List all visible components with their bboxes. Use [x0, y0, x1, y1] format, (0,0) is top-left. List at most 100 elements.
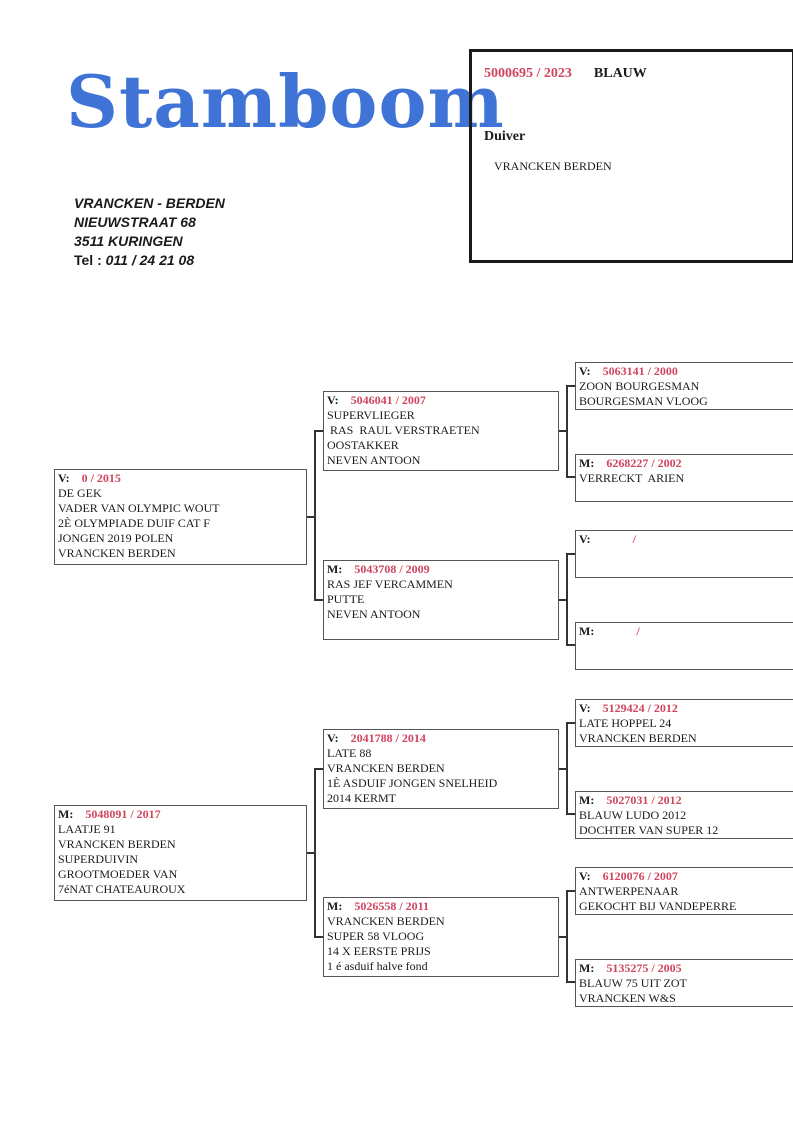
pedigree-line: 7éNAT CHATEAUROUX [58, 882, 186, 896]
ring-number: 5043708 / 2009 [354, 562, 430, 576]
pigeon-owner: VRANCKEN BERDEN [494, 159, 612, 173]
sex-label: V: [579, 869, 591, 883]
connector-line [566, 553, 568, 645]
pedigree-line: BLAUW LUDO 2012 [579, 808, 687, 822]
box-header: M:5048091 / 2017 [58, 807, 303, 822]
connector-line [314, 936, 323, 938]
sex-label: V: [327, 731, 339, 745]
sex-label: M: [579, 624, 595, 638]
pedigree-line: ANTWERPENAAR [579, 884, 679, 898]
connector-line [307, 516, 315, 518]
pedigree-line: NEVEN ANTOON [327, 453, 421, 467]
pedigree-line: BLAUW 75 UIT ZOT [579, 976, 687, 990]
connector-line [314, 430, 316, 600]
pedigree-line: 14 X EERSTE PRIJS [327, 944, 431, 958]
ring-number: / [602, 532, 636, 546]
box-header: M:5135275 / 2005 [579, 961, 793, 976]
box-header: V: / [579, 532, 793, 547]
box-header: V: 6120076 / 2007 [579, 869, 793, 884]
sex-label: M: [579, 456, 595, 470]
sex-label: V: [579, 532, 591, 546]
pedigree-line: VRANCKEN W&S [579, 991, 676, 1005]
box-header: M: 5027031 / 2012 [579, 793, 793, 808]
box-header: M:5026558 / 2011 [327, 899, 555, 914]
pedigree-line: VRANCKEN BERDEN [58, 837, 176, 851]
logo-text: Stamboom [66, 59, 505, 144]
breeder-city: 3511 KURINGEN [74, 233, 183, 249]
pedigree-line: SUPERVLIEGER [327, 408, 415, 422]
breeder-phone: Tel : 011 / 24 21 08 [74, 251, 225, 270]
pedigree-line: VERRECKT ARIEN [579, 471, 685, 485]
connector-line [314, 768, 316, 938]
box-header: V:5063141 / 2000 [579, 364, 793, 379]
pedigree-line: SUPERDUIVIN [58, 852, 139, 866]
box-header: V: 5046041 / 2007 [327, 393, 555, 408]
connector-line [559, 599, 567, 601]
connector-line [566, 890, 568, 982]
pedigree-line: NEVEN ANTOON [327, 607, 421, 621]
connector-line [566, 476, 575, 478]
ring-number: 5129424 / 2012 [602, 701, 678, 715]
ring-number: / [606, 624, 640, 638]
connector-line [566, 553, 575, 555]
pedigree-line: GEKOCHT BIJ VANDEPERRE [579, 899, 737, 913]
ring-number: 5046041 / 2007 [350, 393, 426, 407]
pedigree-line: GROOTMOEDER VAN [58, 867, 178, 881]
connector-line [314, 768, 323, 770]
ring-number: 5027031 / 2012 [606, 793, 682, 807]
connector-line [566, 385, 575, 387]
connector-line [566, 890, 575, 892]
pigeon-ring-number: 5000695 / 2023 [484, 66, 572, 81]
box-header: M: 5043708 / 2009 [327, 562, 555, 577]
sex-label: M: [327, 899, 343, 913]
pedigree-line: LATE 88 [327, 746, 372, 760]
ring-number: 6120076 / 2007 [602, 869, 678, 883]
sex-label: M: [327, 562, 343, 576]
pedigree-line: PUTTE [327, 592, 365, 606]
connector-line [566, 813, 575, 815]
pedigree-line: VRANCKEN BERDEN [58, 546, 176, 560]
breeder-address: VRANCKEN - BERDEN NIEUWSTRAAT 68 3511 KU… [74, 194, 225, 270]
connector-line [566, 644, 575, 646]
sex-label: V: [579, 364, 591, 378]
pedigree-line: DOCHTER VAN SUPER 12 [579, 823, 719, 837]
sex-label: V: [327, 393, 339, 407]
box-header: M: / [579, 624, 793, 639]
breeder-street: NIEUWSTRAAT 68 [74, 214, 196, 230]
pedigree-line: VRANCKEN BERDEN [579, 731, 697, 745]
connector-line [307, 852, 315, 854]
pedigree-line: 2014 KERMT [327, 791, 396, 805]
sex-label: M: [579, 793, 595, 807]
pedigree-line: ZOON BOURGESMAN [579, 379, 700, 393]
phone-number: 011 / 24 21 08 [101, 252, 195, 268]
connector-line [559, 768, 567, 770]
ring-number: 6268227 / 2002 [606, 456, 682, 470]
box-header: V:0 / 2015 [58, 471, 303, 486]
sex-label: V: [579, 701, 591, 715]
pedigree-line: LAATJE 91 [58, 822, 116, 836]
pigeon-header-row: 5000695 / 2023 BLAUW [484, 65, 647, 83]
ring-number: 5135275 / 2005 [606, 961, 682, 975]
connector-line [314, 599, 323, 601]
box-header: M: 6268227 / 2002 [579, 456, 793, 471]
pedigree-fmm: M: / [575, 622, 793, 670]
pedigree-line: BOURGESMAN VLOOG [579, 394, 708, 408]
stamboom-logo: Stamboom [66, 52, 505, 152]
box-header: V: 5129424 / 2012 [579, 701, 793, 716]
pedigree-line: OOSTAKKER [327, 438, 399, 452]
breeder-name: VRANCKEN - BERDEN [74, 195, 225, 211]
phone-label: Tel : [74, 252, 102, 268]
connector-line [566, 722, 575, 724]
box-header: V:2041788 / 2014 [327, 731, 555, 746]
